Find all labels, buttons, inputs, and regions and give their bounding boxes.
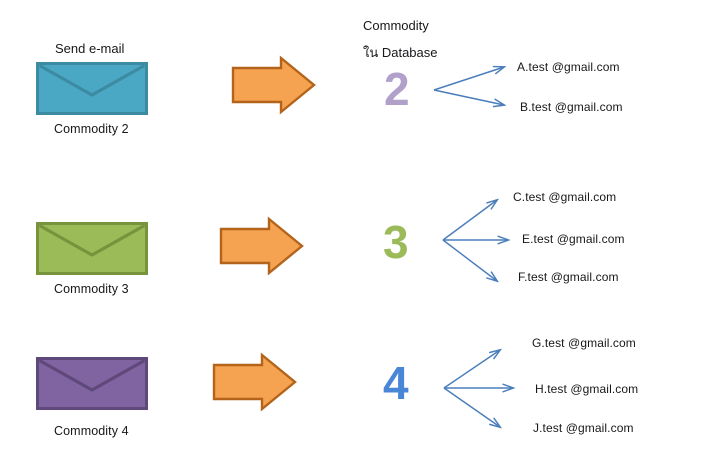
recipient-email: H.test @gmail.com	[535, 382, 639, 396]
envelope-label-commodity-2: Commodity 2	[54, 122, 129, 136]
envelope-label-commodity-4: Commodity 4	[54, 424, 129, 438]
recipient-email: E.test @gmail.com	[522, 232, 625, 246]
block-arrow-row-2	[219, 216, 304, 276]
commodity-database-heading-line2: ใน Database	[363, 45, 438, 60]
envelope-commodity-4-icon	[36, 357, 148, 410]
recipient-email: A.test @gmail.com	[517, 60, 620, 74]
envelope-commodity-2-icon	[36, 62, 148, 115]
recipient-email: J.test @gmail.com	[533, 421, 634, 435]
count-badge-3: 3	[383, 216, 409, 268]
fan-arrows-row-3	[443, 350, 513, 427]
fan-arrows-row-2	[442, 200, 508, 281]
recipient-email: G.test @gmail.com	[532, 336, 636, 350]
count-badge-2: 2	[384, 63, 410, 115]
envelope-commodity-3-icon	[36, 222, 148, 275]
block-arrow-row-3	[212, 352, 297, 412]
commodity-database-heading-line1: Commodity	[363, 18, 429, 33]
recipient-email: B.test @gmail.com	[520, 100, 623, 114]
send-email-heading: Send e-mail	[55, 41, 125, 56]
recipient-email: F.test @gmail.com	[518, 270, 619, 284]
envelope-label-commodity-3: Commodity 3	[54, 282, 129, 296]
count-badge-4: 4	[383, 357, 409, 409]
fan-arrows-row-1	[433, 67, 504, 105]
recipient-email: C.test @gmail.com	[513, 190, 617, 204]
block-arrow-row-1	[231, 55, 316, 115]
